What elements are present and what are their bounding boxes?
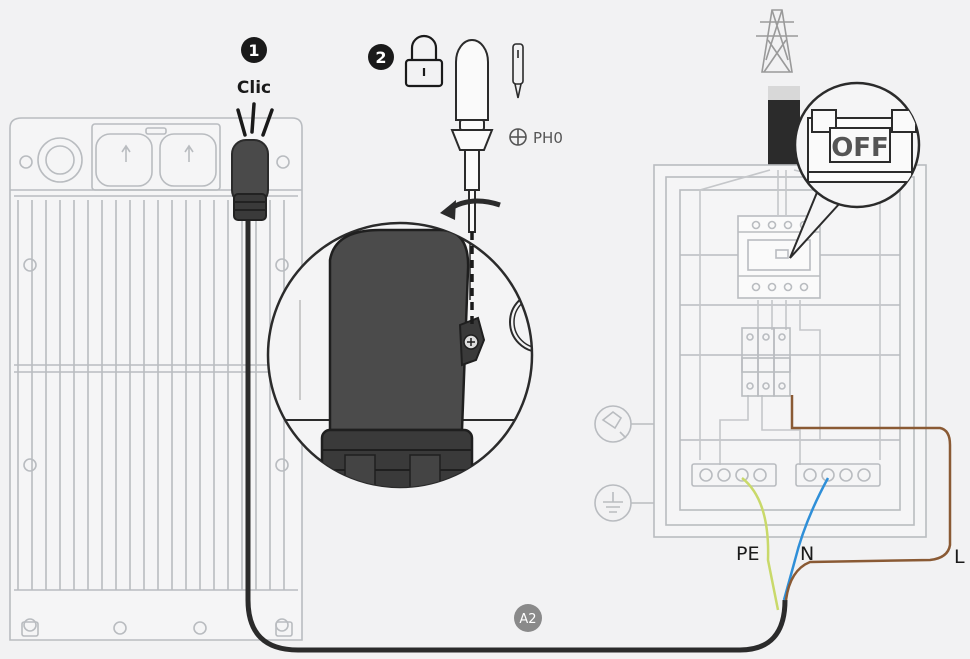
zoom-detail: [266, 198, 534, 489]
breaker-state-label: OFF: [831, 133, 889, 163]
off-detail: OFF: [789, 81, 921, 259]
bit-size-label: PH0: [533, 129, 563, 147]
screwdriver-icon: [450, 39, 494, 233]
n-wire: [782, 477, 830, 601]
ac-connector: [231, 139, 269, 221]
main-cable: [245, 215, 788, 653]
cable-tag: A2: [514, 604, 542, 632]
l-wire: [784, 395, 952, 601]
step-1-number: 1: [248, 41, 259, 60]
step-1-label: Clic: [237, 78, 271, 98]
step-2-number: 2: [375, 48, 386, 67]
inverter-unit: [9, 117, 303, 641]
lock-icon: [404, 34, 444, 88]
phillips-icon: [509, 128, 527, 146]
click-marks: [236, 102, 274, 137]
ground-icon: [594, 484, 654, 522]
wire-label-n: N: [800, 543, 814, 565]
step-1-marker: 1: [241, 37, 267, 63]
pe-wire: [741, 477, 780, 611]
tap-icon: [594, 405, 654, 443]
wire-label-pe: PE: [736, 543, 759, 565]
rotate-arrow-icon: [440, 198, 501, 220]
cable-tag-label: A2: [519, 612, 536, 627]
step-2-marker: 2: [368, 44, 394, 70]
pylon-icon: [756, 9, 798, 73]
distribution-board: [653, 164, 927, 538]
wire-label-l: L: [954, 546, 965, 568]
phillips-bit-icon: [512, 43, 524, 99]
